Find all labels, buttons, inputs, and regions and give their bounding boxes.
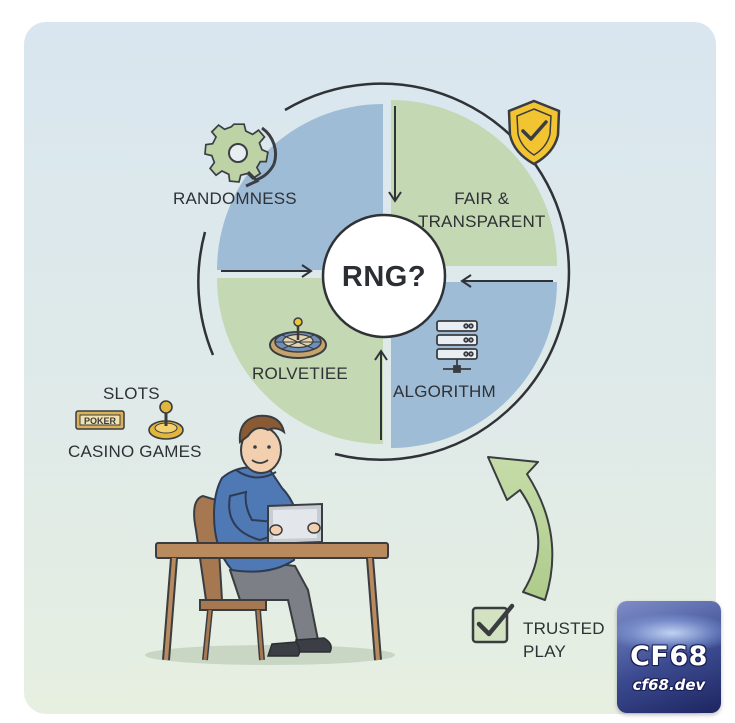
gear-cycle-icon	[204, 123, 278, 188]
quadrant-algorithm	[391, 282, 557, 448]
quadrant-fair-transparent	[391, 100, 557, 266]
shield-check-icon	[507, 99, 561, 166]
checkbox-checked-icon	[471, 603, 515, 644]
outer-ring	[284, 82, 571, 461]
trusted-arrow	[487, 456, 554, 601]
roulette-wheel-icon	[269, 317, 327, 359]
label-fair-transparent: FAIR & TRANSPARENT	[418, 187, 546, 233]
label-fair-line2: TRANSPARENT	[418, 212, 546, 231]
watermark-logo: CF68 cf68.dev	[617, 601, 721, 713]
center-circle	[321, 213, 447, 339]
label-roulette: ROLVETIEE	[252, 364, 348, 383]
label-trusted-line1: TRUSTED	[523, 619, 605, 638]
quadrant-randomness	[217, 104, 383, 270]
center-label: RNG?	[341, 260, 427, 293]
watermark-brand: CF68	[630, 641, 708, 672]
joystick-icon	[148, 400, 184, 440]
label-randomness: RANDOMNESS	[173, 189, 297, 208]
label-algorithm: ALGORITHM	[393, 382, 496, 401]
watermark-glow	[617, 613, 721, 653]
outer-ring-left	[197, 231, 215, 356]
inner-arrows	[221, 106, 553, 440]
poker-sign-icon: POKER	[75, 410, 125, 430]
watermark-url: cf68.dev	[632, 676, 706, 694]
server-network-icon	[436, 320, 478, 373]
label-slots: SLOTS	[103, 384, 160, 403]
label-fair-line1: FAIR &	[454, 189, 510, 208]
label-trusted-play: TRUSTED PLAY	[523, 617, 605, 663]
person-illustration	[145, 414, 395, 665]
poker-sign-text: POKER	[84, 416, 117, 426]
label-casino-games: CASINO GAMES	[68, 442, 202, 461]
label-trusted-line2: PLAY	[523, 642, 567, 661]
